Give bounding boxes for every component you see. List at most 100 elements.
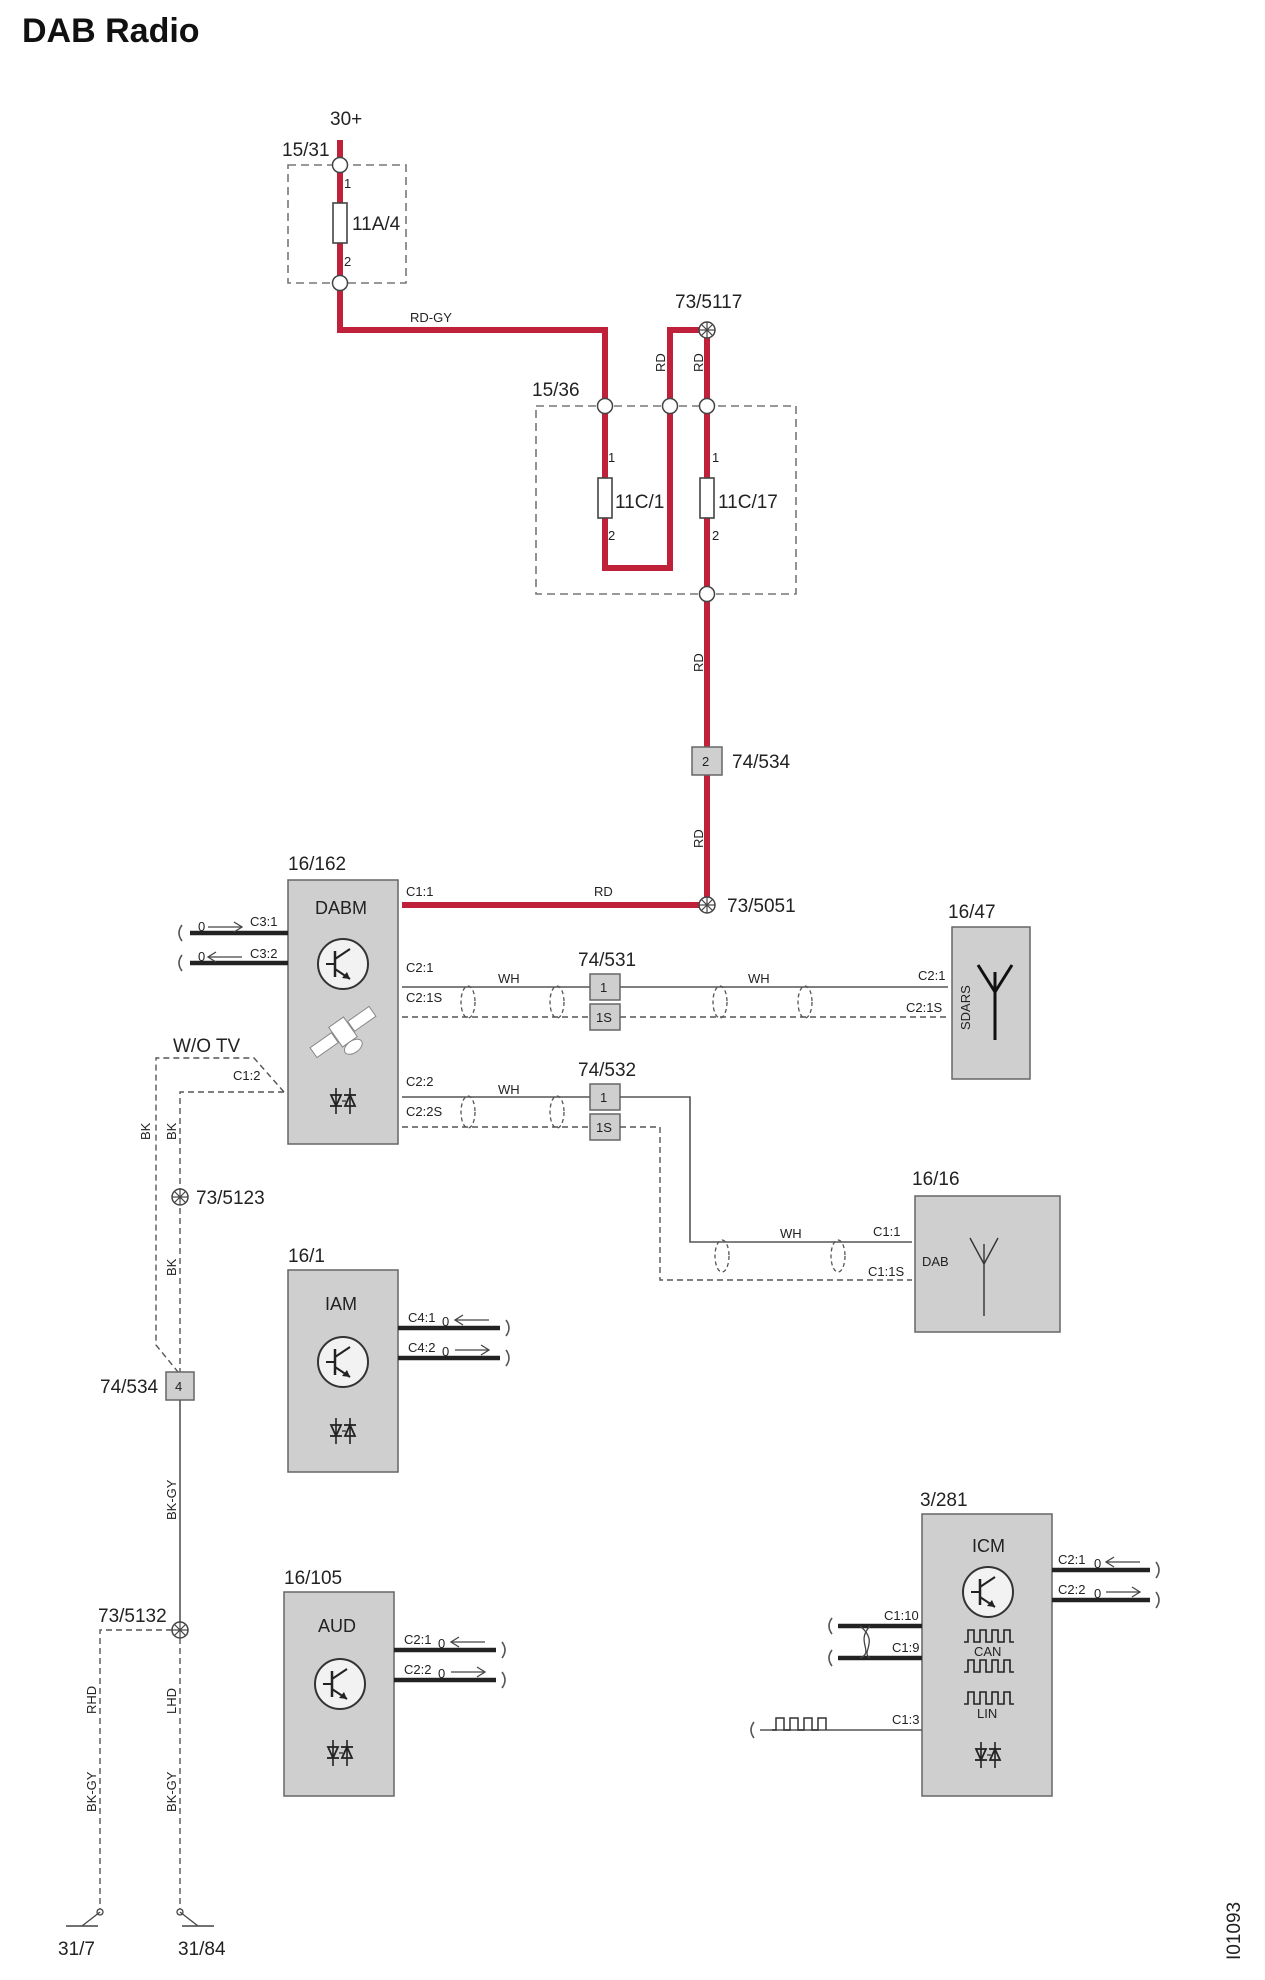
wire-label-rd-2: RD [691,353,706,372]
dabm-name: DABM [315,898,367,918]
iam-pin-c4-1: C4:1 [408,1310,435,1325]
splice-5117-label: 73/5117 [675,292,742,313]
splice-5123-label: 73/5123 [196,1188,265,1209]
power-wire-rd-gy [337,140,707,571]
fuse-b2-pin1: 1 [712,450,719,465]
wire-label-wh-3: WH [498,1082,520,1097]
sdars-wiring: WH WH 1 1S 74/531 16/47 C2:1 C2:1S SDARS [402,902,1031,1080]
icm-lin-label: LIN [977,1706,997,1721]
icm-c2-2-zero: 0 [1094,1586,1101,1601]
supply-label: 30+ [330,109,362,130]
dab-antenna-icon [969,1237,999,1316]
fuse-b2-symbol [699,477,715,519]
wire-label-wh-4: WH [780,1226,802,1241]
dabm-pin-c1-1: C1:1 [406,884,433,899]
icm-id: 3/281 [920,1490,968,1511]
pulse-signal-icon [772,1717,827,1731]
iam-pin-c4-2: C4:2 [408,1340,435,1355]
fuse-b2-pin2: 2 [712,528,719,543]
splice-5132-label: 73/5132 [98,1606,167,1627]
icm-pin-c2-2: C2:2 [1058,1582,1085,1597]
aud-pin-c2-1: C2:1 [404,1632,431,1647]
aud-pin-c2-2: C2:2 [404,1662,431,1677]
wire-label-bk-gy-3: BK-GY [164,1771,179,1812]
lhd-label: LHD [164,1688,179,1714]
dab-ant-pin-c1-1s: C1:1S [868,1264,904,1279]
ground-right-label: 31/84 [178,1939,226,1960]
splice-5051-label: 73/5051 [727,896,796,917]
wire-label-bk-3: BK [164,1258,179,1276]
ground-connector-pin: 4 [175,1379,182,1394]
icm-can-label: CAN [974,1644,1001,1659]
icm-c2-1-zero: 0 [1094,1556,1101,1571]
wire-label-bk-gy-1: BK-GY [164,1479,179,1520]
dabm-pin-c2-1: C2:1 [406,960,433,975]
wire-label-bk-2: BK [164,1122,179,1140]
wire-label-wh-2: WH [748,971,770,986]
iam-c4-2-arrow [454,1344,490,1356]
dab-ant-name: DAB [922,1254,949,1269]
fuse-b2-label: 11C/17 [718,492,778,513]
fuse-main-pin2: 2 [344,254,351,269]
iam-name: IAM [325,1294,357,1314]
c532-pin1s-text: 1S [596,1120,612,1135]
aud-c2-2-arrow [450,1666,486,1678]
fuse-b1-pin2: 2 [608,528,615,543]
dab-ant-id: 16/16 [912,1169,960,1190]
sdars-id: 16/47 [948,902,996,923]
wire-label-rd-gy: RD-GY [410,310,452,325]
fuse-main-symbol [332,202,348,244]
can-bus-icon [964,1629,1014,1705]
connector-74-534-pin: 2 [702,754,709,769]
wire-label-bk-1: BK [138,1122,153,1140]
dabm-module: 16/162 DABM C1:1 C3:1 C3:2 C2:1 C2:1S C1… [178,854,442,1145]
aud-c2-2-zero: 0 [438,1666,445,1681]
transistor-icon [316,937,370,991]
iam-transistor-icon [316,1335,370,1389]
icm-c2-2-arrow [1105,1586,1141,1598]
dabm-pin-c3-1: C3:1 [250,914,277,929]
icm-transistor-icon [961,1565,1015,1619]
aud-name: AUD [318,1616,356,1636]
dabm-c3-2-zero: 0 [198,949,205,964]
c531-pin1-text: 1 [600,980,607,995]
power-wire-rd [402,330,710,908]
c531-pin1s-text: 1S [596,1010,612,1025]
aud-c2-1-zero: 0 [438,1636,445,1651]
fuse-main-pin1: 1 [344,176,351,191]
ground-connector-label: 74/534 [100,1377,159,1398]
iam-id: 16/1 [288,1246,325,1267]
connector-74-531-pin1s [589,1003,621,1031]
wire-label-rd-5: RD [594,884,613,899]
connector-74-534-top [691,746,723,776]
aud-id: 16/105 [284,1568,342,1589]
aud-c2-1-arrow [450,1636,486,1648]
icm-pin-c1-9: C1:9 [892,1640,919,1655]
iam-c4-1-arrow [454,1314,490,1326]
iam-c4-2-zero: 0 [442,1344,449,1359]
dabm-c3-1-arrow [207,921,243,933]
wire-label-wh-1: WH [498,971,520,986]
icm-pin-c2-1: C2:1 [1058,1552,1085,1567]
figure-id: I01093 [1224,1902,1245,1960]
sdars-name: SDARS [958,985,973,1030]
dab-antenna-wiring: WH 1 1S 74/532 WH 16/16 C1:1 C1:1S DAB [402,1060,1061,1333]
aud-module: 16/105 AUD C2:1 C2:2 0 0 [283,1568,506,1797]
iam-c4-1-zero: 0 [442,1314,449,1329]
icm-name: ICM [972,1536,1005,1556]
dabm-c3-1-zero: 0 [198,919,205,934]
dabm-pin-c1-2: C1:2 [233,1068,260,1083]
rhd-label: RHD [84,1686,99,1714]
wire-label-rd-1: RD [653,353,668,372]
connector-74-531-pin1 [589,973,621,1001]
fuse-b1-label: 11C/1 [615,492,664,513]
sdars-pin-c2-1: C2:1 [918,968,945,983]
connector-74-532-pin1s [589,1113,621,1141]
fuse-box-b-label: 15/36 [532,380,580,401]
ground-symbol-left [66,1908,104,1927]
power-section: 30+ 15/31 11A/4 1 2 RD-GY 73/5117 RD RD … [282,109,797,917]
icm-module: 3/281 ICM CAN LIN C2:1 C2:2 0 0 C1:1 [750,1490,1160,1797]
icm-pin-c1-3: C1:3 [892,1712,919,1727]
ground-connector [165,1371,195,1401]
connector-74-532-label: 74/532 [578,1060,636,1081]
